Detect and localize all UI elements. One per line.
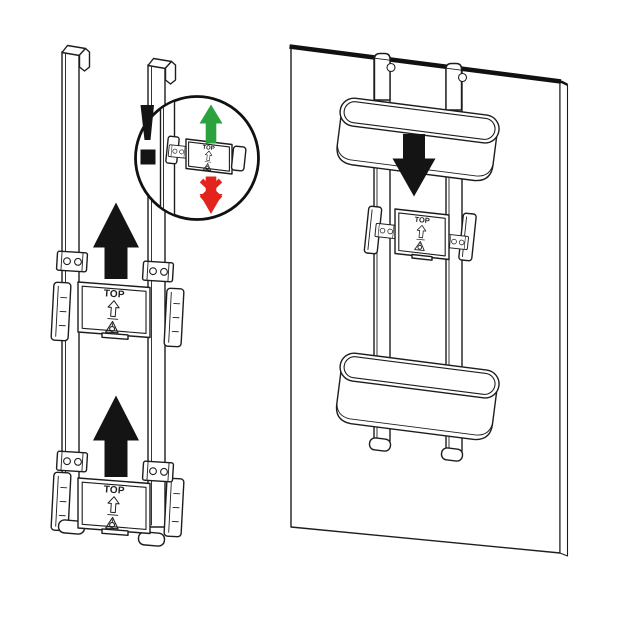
foot-hook-left	[368, 437, 392, 452]
top-label: TOP	[103, 484, 125, 496]
rail-clamp	[374, 222, 398, 240]
exclamation-icon	[140, 105, 156, 165]
wrong-down-arrow-icon	[199, 176, 223, 214]
bracket-tab	[411, 253, 433, 261]
middle-connector-bracket: TOP	[363, 205, 477, 262]
cross-icon	[199, 178, 223, 201]
side-bracket-right	[163, 477, 185, 538]
bracket-tab	[101, 528, 129, 536]
top-label: TOP	[414, 215, 430, 226]
lower-connector-bracket: TOP	[50, 450, 185, 547]
side-bracket-right	[163, 287, 185, 348]
slide-up-arrow-icon	[93, 395, 139, 477]
door-panel-edge	[559, 81, 569, 557]
top-label: TOP	[202, 145, 215, 152]
rail-clamp	[141, 460, 175, 483]
rail-clamp	[55, 450, 89, 473]
over-door-hook-right	[445, 62, 468, 111]
bracket-tab	[101, 332, 129, 340]
side-clip-right	[230, 145, 247, 172]
foot-hook-right	[137, 531, 166, 547]
step-attach-baskets-diagram: TOP	[289, 44, 569, 557]
rail-clamp	[167, 144, 189, 159]
over-door-hook-left	[61, 44, 91, 72]
foot-hook-right	[440, 447, 464, 462]
detail-callout: TOP	[134, 95, 260, 221]
over-door-hook-right	[147, 57, 177, 85]
rail-clamp	[445, 233, 470, 251]
door-top-edge	[289, 44, 562, 84]
correct-up-arrow-icon	[199, 104, 223, 144]
upper-connector-bracket: TOP	[50, 250, 185, 348]
insert-down-arrow-icon	[392, 134, 436, 197]
rail-clamp	[55, 250, 89, 273]
over-door-hook-left	[373, 52, 396, 101]
rail-clamp	[141, 260, 175, 283]
basket-lower	[335, 352, 500, 441]
slide-up-arrow-icon	[93, 202, 139, 279]
side-bracket-left	[50, 281, 72, 342]
top-label: TOP	[103, 288, 125, 300]
